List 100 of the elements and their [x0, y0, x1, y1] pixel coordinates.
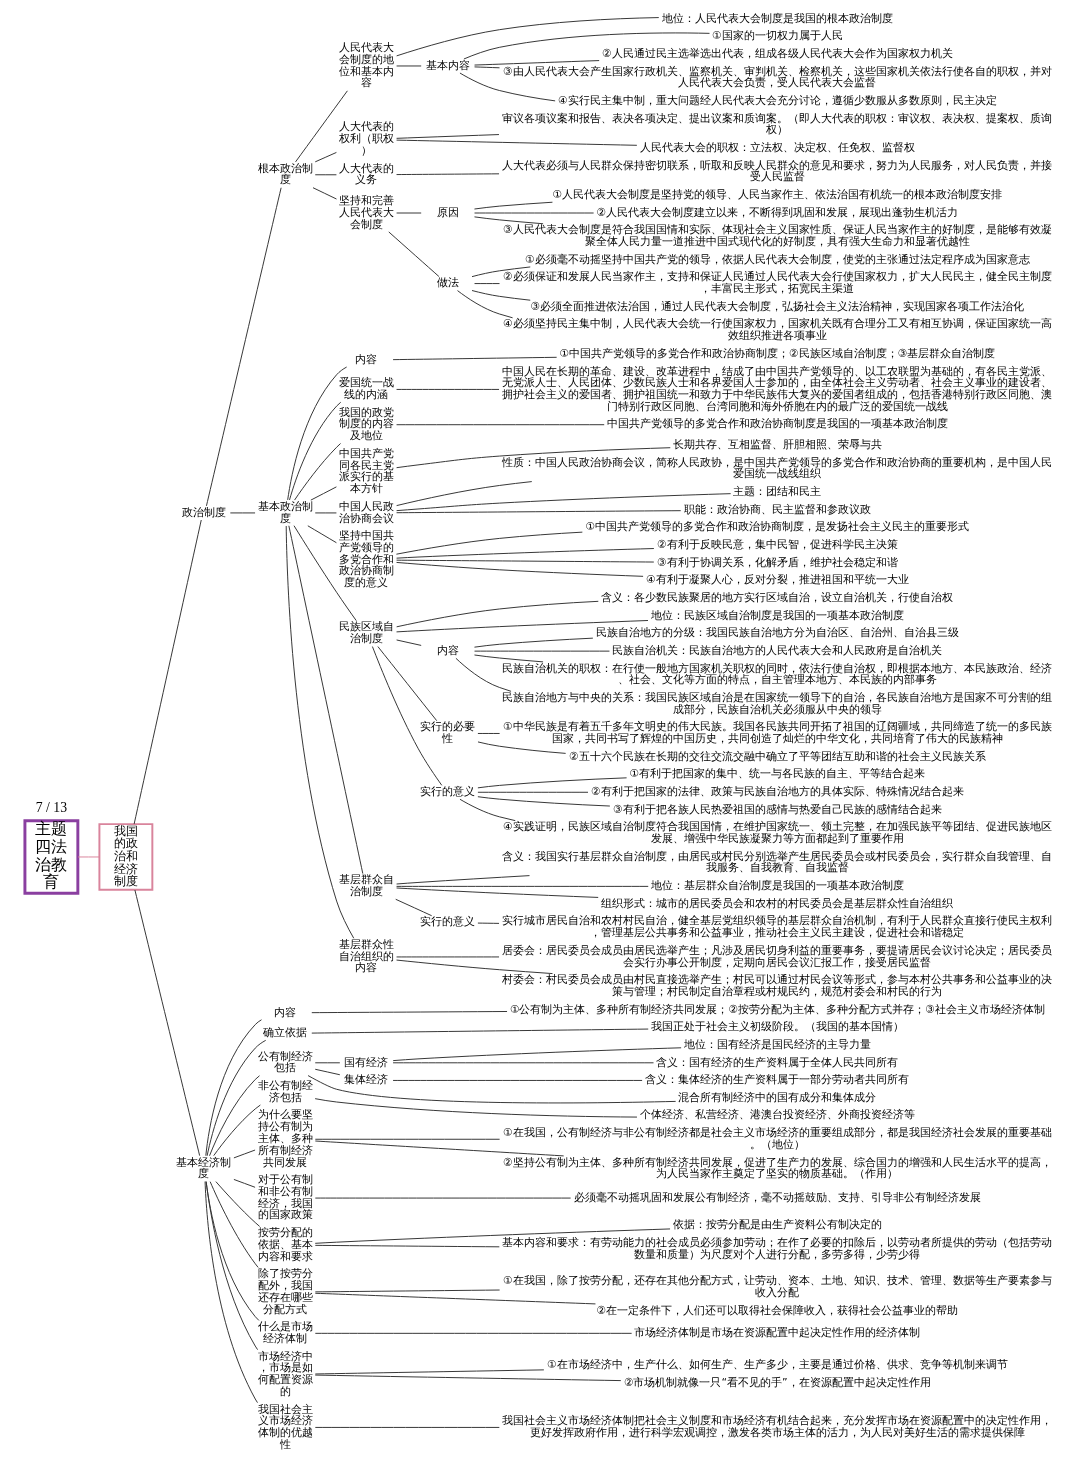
node-text: 性质：中国人民政治协商会议，简称人民政协，是中国共产党领导的多党合作和政治协商的重要机构，是中国人民爱国统一战线组织 [502, 455, 1053, 481]
node-text: 人大代表必须与人民群众保持密切联系，听取和反映人民群众的意见和要求，努力为人民服务，对人民负责，并接受人民监督 [502, 158, 1053, 184]
node-text: 人大代表的义务 [339, 161, 395, 186]
node-text: 我国社会主义市场经济体制的优越性 [257, 1402, 313, 1450]
node-text: 民族自治机关的职权：在行使一般地方国家机关职权的同时，依法行使自治权，即根据本地方、本民族政治、经济、社会、文化等方面的特点，自主管理本地方、本民族的内部事务 [502, 661, 1053, 687]
connector [396, 620, 649, 633]
connector [396, 447, 671, 469]
connector [474, 637, 594, 648]
node-text: 非公有制经济包括 [257, 1079, 313, 1103]
connector [396, 388, 500, 390]
node-text: 除了按劳分配外，我国还存在哪些分配方式 [257, 1267, 313, 1315]
connector [396, 875, 530, 885]
node-text: 做法 [436, 276, 459, 289]
node-text: 民族自治地方的分级：我国民族自治地方分为自治区、自治州、自治县三级 [595, 626, 959, 640]
node-text: 必须毫不动摇巩固和发展公有制经济，毫不动摇鼓励、支持、引导非公有制经济发展 [573, 1190, 981, 1204]
node-text: ②在一定条件下，人们还可以取得社会保障收入，获得社会公益事业的帮助 [596, 1303, 959, 1317]
node-text: ③由人民代表大会产生国家行政机关、监察机关、审判机关、检察机关，这些国家机关依法行使各自的职权，并对人民代表大会负责，受人民代表大会监督 [502, 64, 1052, 90]
connector [307, 525, 337, 544]
connector [314, 1374, 622, 1382]
node-text: 村委会：村民委员会成员由村民直接选举产生；村民可以通过村民会议等形式，参与本村公共事务和公益事业的决策与管理；村民制定自治章程或村规民约，规范村委会和村民的行为 [502, 973, 1053, 998]
connector [459, 72, 556, 102]
connector [474, 201, 553, 210]
connector [204, 1181, 258, 1404]
node-text: 内容 [355, 352, 378, 365]
connector [396, 17, 660, 57]
node-text: 混合所有制经济中的国有成分和集体成分 [678, 1090, 877, 1104]
node-text: ①在我国，公有制经济与非公有制经济都是社会主义市场经济的重要组成部分，都是我国经济社会发展的重要基础。（地位） [502, 1126, 1052, 1151]
node-text: 人大代表的权利（职权） [339, 120, 395, 156]
connector [314, 151, 337, 163]
node-text: ①在我国，除了按劳分配，还存在其他分配方式，让劳动、资本、土地、知识、技术、管理、数据等生产要素参与收入分配 [502, 1274, 1052, 1299]
node-text: ①国家的一切权力属于人民 [711, 29, 843, 43]
connector [311, 1011, 508, 1014]
connector [314, 1140, 565, 1157]
connector [396, 959, 553, 975]
node-text: ①在市场经济中，生产什么、如何生产、生产多少，主要是通过价格、供求、竞争等机制来调节 [546, 1358, 1008, 1372]
connector [314, 1289, 501, 1293]
node-text: 民族自治地方与中央的关系：我国民族区域自治是在国家统一领导下的自治，各民族自治地方是国家不可分割的组成部分，民族自治机关必须服从中央的领导 [502, 690, 1053, 716]
connector [396, 134, 500, 139]
connector [77, 856, 100, 858]
node-text: ②五十六个民族在长期的交往交流交融中确立了平等团结互助和谐的社会主义民族关系 [568, 749, 986, 763]
connector [293, 525, 357, 622]
connector [213, 1104, 261, 1157]
node-text: 组织形式：城市的居民委员会和农村的村民委员会是基层群众性自治组织 [601, 896, 954, 910]
connector [377, 646, 438, 722]
node-text: 为什么要坚持公有制为主体、多种所有制经济共同发展 [257, 1108, 313, 1168]
node-text: 基本内容和要求：有劳动能力的社会成员必须参加劳动；在作了必要的扣除后，以劳动者所提供的劳动（包括劳动数量和质量）为尺度对个人进行分配，多劳多得，少劳少得 [502, 1235, 1053, 1261]
node-text: 基本政治制度 [257, 499, 313, 524]
connector [396, 885, 649, 887]
node-text: 人民代表大会制度的地位和基本内容 [339, 41, 395, 89]
connector [314, 1332, 633, 1334]
connector [314, 1369, 545, 1375]
connector [307, 1075, 677, 1104]
connector [233, 1149, 256, 1159]
node-text: 按劳分配的依据、基本内容和要求 [257, 1226, 313, 1262]
node-text: ①中国共产党领导的多党合作和政治协商制度；②民族区域自治制度；③基层群众自治制度 [559, 346, 996, 360]
node-text: ④实践证明，民族区域自治制度符合我国国情，在维护国家统一、领土完整，在加强民族平等团结、促进民族地区发展、增强中华民族凝聚力等方面都起到了重要作用 [502, 820, 1052, 846]
node-text: 地位：人民代表大会制度是我国的根本政治制度 [661, 11, 893, 25]
connector [396, 493, 732, 512]
connector [455, 657, 512, 692]
node-text: 地位：基层群众自治制度是我国的一项基本政治制度 [650, 879, 904, 893]
connector [396, 424, 605, 426]
connector [295, 90, 348, 163]
node-text: 对于公有制和非公有制经济，我国的国家政策 [257, 1173, 313, 1221]
connector [474, 216, 544, 225]
connector [474, 66, 500, 69]
node-text: ②必须保证和发展人民当家作主，支持和保证人民通过人民代表大会行使国家权力，扩大人民民主，健全民主制度，丰富民主形式，拓宽民主渠道 [502, 270, 1052, 296]
connector [205, 1181, 260, 1321]
node-text: 地位：国有经济是国民经济的主导力量 [683, 1037, 871, 1051]
node-text: ③有利于协调关系，化解矛盾，维护社会稳定和谐 [656, 555, 898, 569]
connector [312, 187, 337, 200]
connector [310, 486, 337, 501]
node-text: ③有利于把各族人民热爱祖国的感情与热爱自己民族的感情结合起来 [612, 802, 942, 816]
node-text: 内容 [274, 1005, 297, 1018]
connector [459, 798, 516, 822]
connector [463, 32, 710, 60]
node-text: 基层群众性自治组织的内容 [339, 937, 395, 974]
connector [209, 1075, 260, 1157]
connector [474, 283, 500, 285]
node-text: ④必须坚持民主集中制，人民代表大会统一行使国家权力，国家机关既有合理分工又有相互协调，保证国家统一高效组织推进各项事业 [502, 317, 1052, 343]
connector [288, 525, 364, 875]
node-text: ①公有制为主体、多种所有制经济共同发展；②按劳分配为主体、多种分配方式并存；③社会主义市场经济体制 [509, 1002, 1045, 1016]
node-text: 市场经济中，市场是如何配置资源的 [257, 1349, 313, 1397]
connector [294, 443, 342, 501]
node-text: 实行的意义 [420, 785, 476, 798]
node-text: ①有利于把国家的集中、统一与各民族的自主、平等结合起来 [629, 767, 926, 781]
node-text: 主题：团结和民主 [733, 485, 822, 499]
node-text: 我国的政党制度的内容及地位 [339, 405, 395, 442]
connector [314, 1068, 341, 1076]
connector [289, 401, 342, 501]
node-box: 主题四法治教育 [23, 819, 80, 895]
node-text: 含义：各少数民族聚居的地方实行区域自治，设立自治机关，行使自治权 [601, 590, 954, 604]
node-text: 我国社会主义市场经济体制把社会主义制度和市场经济有机结合起来，充分发挥市场在资源配置中的决定性作用，更好发挥政府作用，进行科学宏观调控，激发各类市场主体的活力，为人民对美好生活的需求提供保障 [502, 1414, 1053, 1440]
connector [474, 654, 544, 663]
connector [396, 561, 644, 577]
connector [392, 1079, 643, 1081]
connector [392, 1062, 654, 1064]
node-text: 地位：民族区域自治制度是我国的一项基本政治制度 [650, 608, 904, 622]
connector [314, 1426, 500, 1428]
node-text: 居委会：居民委员会成员由居民选举产生；凡涉及居民切身利益的重要事务，要提请居民会议讨论决定；居民委员会实行办事公开制度，定期向居民会议汇报工作，接受居民监督 [502, 943, 1053, 969]
connector [396, 887, 599, 898]
